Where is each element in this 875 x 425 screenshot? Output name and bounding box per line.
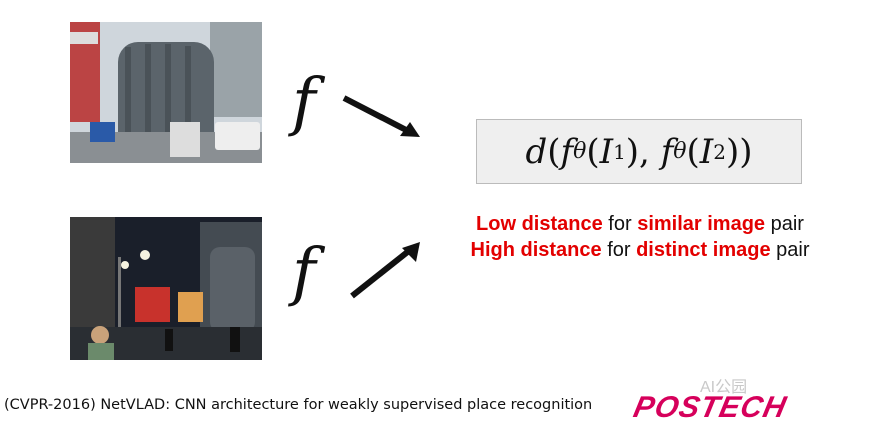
function-f-bottom: f	[292, 235, 316, 309]
arrow-down-right-icon	[342, 95, 420, 137]
day-street-photo	[70, 22, 262, 163]
arrow-up-right-icon	[350, 242, 420, 299]
night-street-photo	[70, 217, 262, 360]
watermark: AI公园	[700, 379, 748, 396]
postech-logo: POSTECH	[630, 391, 790, 424]
citation: (CVPR-2016) NetVLAD: CNN architecture fo…	[4, 397, 593, 413]
function-f-top: f	[292, 65, 316, 139]
high-distance-description: High distance for distinct image pair	[470, 239, 810, 261]
low-distance-description: Low distance for similar image pair	[476, 213, 804, 235]
